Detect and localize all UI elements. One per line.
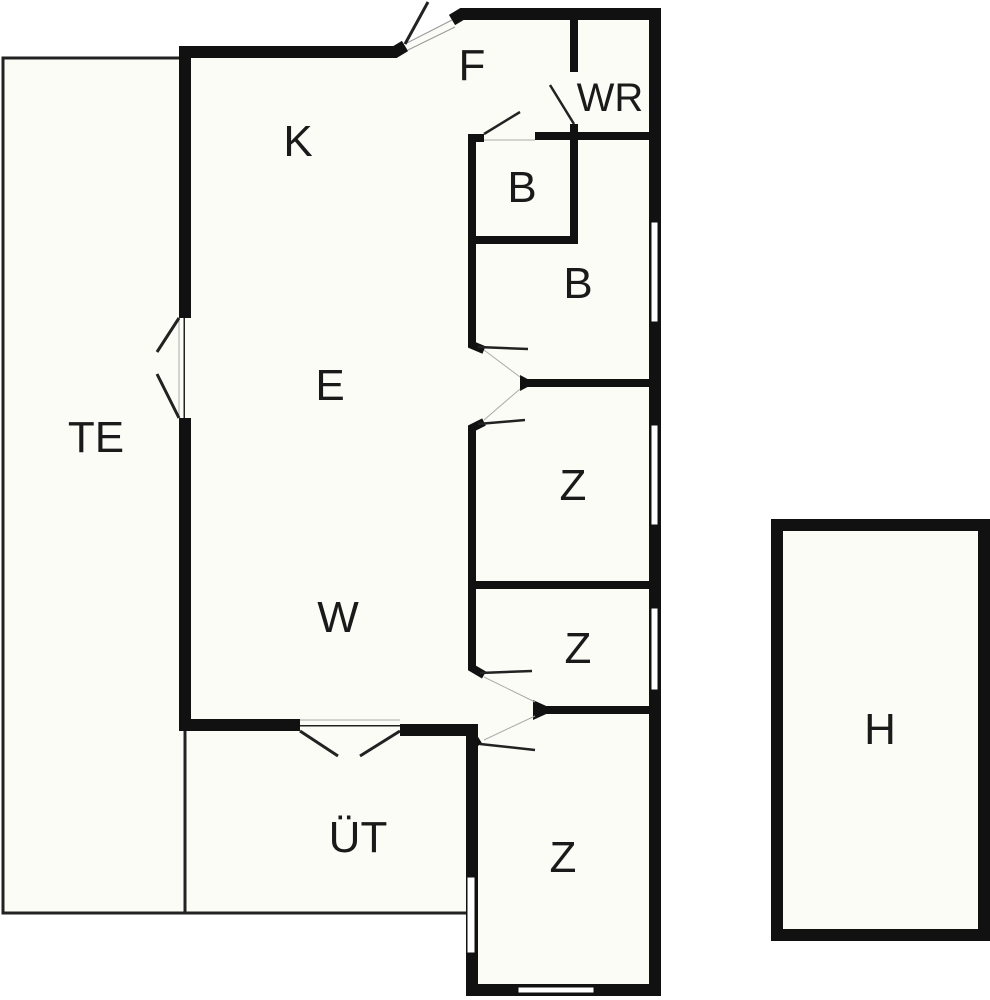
room-label-wr: WR — [576, 76, 644, 120]
shed — [771, 519, 990, 941]
room-label-f: F — [458, 41, 486, 90]
house-interior — [185, 14, 655, 990]
south-door — [299, 719, 401, 758]
room-label-z2: Z — [564, 624, 592, 673]
room-label-te: TE — [67, 413, 125, 462]
inner-walls — [468, 16, 655, 749]
terrace-door — [155, 317, 181, 419]
room-label-ut: ÜT — [328, 813, 388, 862]
interior-doors — [477, 84, 576, 752]
entry-door — [403, 1, 456, 51]
covered-area — [183, 723, 472, 915]
room-label-z1: Z — [559, 461, 587, 510]
windows — [466, 221, 659, 994]
room-label-b2: B — [563, 259, 593, 308]
room-label-e: E — [315, 361, 345, 410]
room-label-k: K — [283, 117, 313, 166]
room-label-z3: Z — [549, 833, 577, 882]
room-label-w: W — [317, 593, 359, 642]
room-label-h: H — [864, 705, 896, 754]
outer-walls — [179, 8, 661, 996]
room-label-b1: B — [507, 163, 537, 212]
terrace-area — [1, 56, 187, 915]
